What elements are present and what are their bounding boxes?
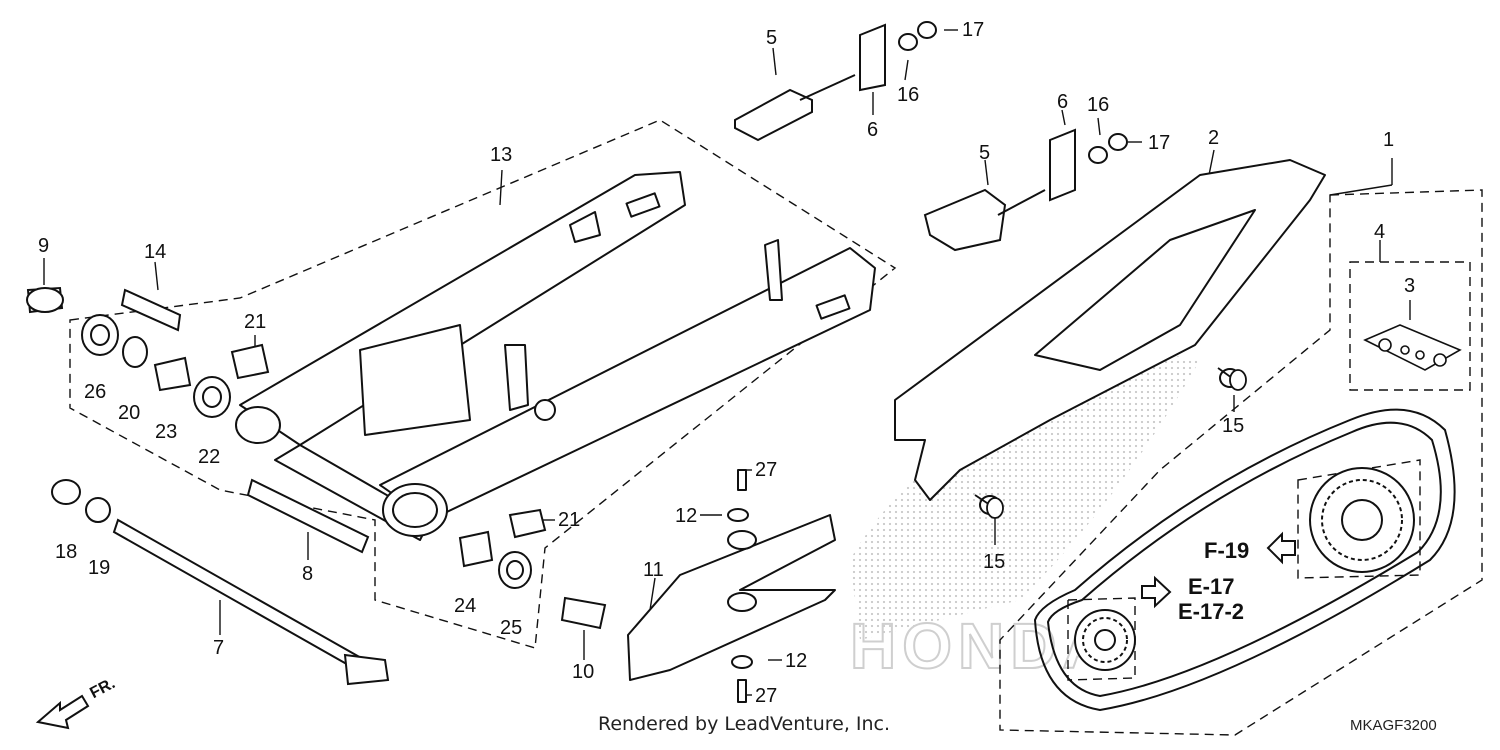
ref-f19[interactable]: F-19 [1204, 538, 1250, 563]
callout-10: 10 [572, 661, 595, 683]
honda-watermark: HONDA [849, 350, 1200, 683]
callout-16b: 16 [1087, 94, 1110, 116]
ref-e17[interactable]: E-17 [1188, 574, 1235, 599]
chain-case [894, 159, 1326, 515]
drive-chain [1033, 408, 1456, 712]
callout-3: 3 [1404, 275, 1416, 297]
swingarm [235, 171, 876, 541]
svg-text:HONDA: HONDA [850, 610, 1115, 682]
ref-e17-2[interactable]: E-17-2 [1178, 599, 1245, 624]
arrow-to-e17 [1141, 575, 1172, 609]
chain-guide [627, 469, 836, 703]
arrow-to-f19 [1266, 531, 1296, 565]
callout-9: 9 [38, 235, 50, 257]
callout-5b: 5 [979, 142, 991, 164]
callout-21b: 21 [558, 509, 581, 531]
callout-21a: 21 [244, 311, 267, 333]
callout-26: 26 [84, 381, 107, 403]
callout-22: 22 [198, 446, 221, 468]
callout-19: 19 [88, 557, 111, 579]
callout-20: 20 [118, 402, 141, 424]
front-direction-arrow [35, 694, 90, 730]
pivot-hardware [26, 286, 607, 686]
render-credit: Rendered by LeadVenture, Inc. [598, 713, 891, 735]
callout-8: 8 [302, 563, 314, 585]
callout-13: 13 [490, 144, 513, 166]
callout-11: 11 [643, 559, 664, 581]
callout-15b: 15 [983, 551, 1006, 573]
callout-1: 1 [1383, 129, 1395, 151]
callout-23: 23 [155, 421, 178, 443]
callout-12a: 12 [675, 505, 698, 527]
callout-14: 14 [144, 241, 167, 263]
chain-group-outline [999, 189, 1483, 736]
callout-5a: 5 [766, 27, 778, 49]
chain-kit-outline [1349, 261, 1471, 391]
callout-18: 18 [55, 541, 78, 563]
callout-12b: 12 [785, 650, 808, 672]
callout-27a: 27 [755, 459, 778, 481]
drive-sprocket-outline [1067, 597, 1136, 681]
callout-17b: 17 [1148, 132, 1171, 154]
driven-sprocket-outline [1297, 459, 1421, 579]
callout-24: 24 [454, 595, 477, 617]
driven-sprocket [1309, 467, 1415, 573]
callout-15a: 15 [1222, 415, 1245, 437]
callout-6a: 6 [867, 119, 879, 141]
chain-master-link-kit [1363, 324, 1462, 371]
chain-adjusters [734, 21, 1128, 252]
diagram-code: MKAGF3200 [1350, 717, 1437, 734]
callout-17a: 17 [962, 19, 985, 41]
callout-6b: 6 [1057, 91, 1069, 113]
callout-27b: 27 [755, 685, 778, 707]
callout-7: 7 [213, 637, 225, 659]
callout-2: 2 [1208, 127, 1220, 149]
callout-4: 4 [1374, 221, 1386, 243]
drive-sprocket [1074, 609, 1136, 671]
callout-16a: 16 [897, 84, 920, 106]
callout-25: 25 [500, 617, 523, 639]
bolts-15 [974, 367, 1247, 519]
